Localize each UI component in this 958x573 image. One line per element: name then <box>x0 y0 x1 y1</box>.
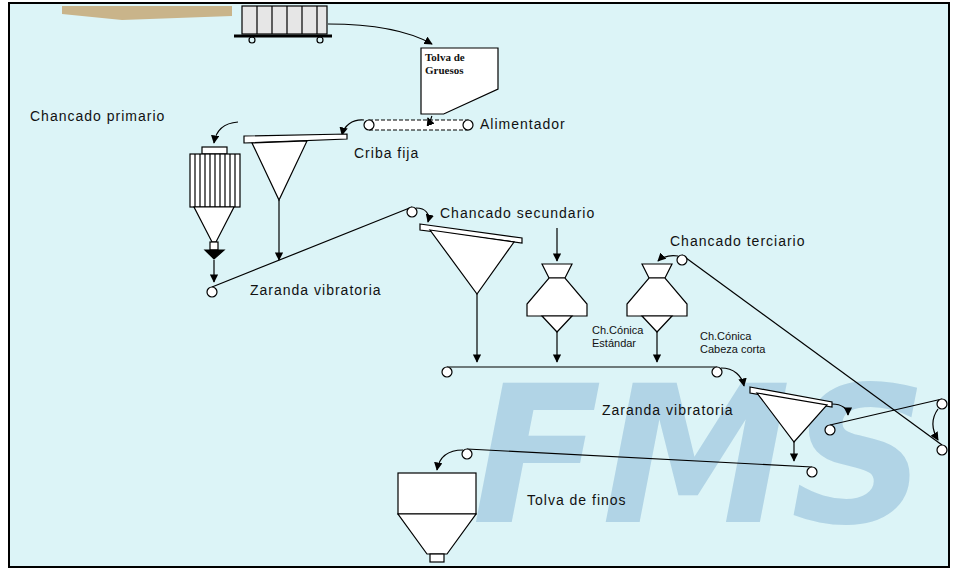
dump-pocket <box>328 24 432 44</box>
belt-conveyor <box>207 287 217 297</box>
fixed-grizzly <box>252 141 307 200</box>
belt-conveyor <box>933 409 938 440</box>
cone-crusher <box>527 278 587 316</box>
gyratory-crusher <box>213 260 214 282</box>
dump-pocket <box>257 6 317 34</box>
belt-conveyor <box>462 449 472 459</box>
stage-label: Chancado primario <box>30 108 165 124</box>
fine-ore-bin: Tolva de finos <box>397 472 627 564</box>
cone-crusher <box>542 264 572 278</box>
belt-conveyor <box>658 256 678 261</box>
feeder <box>342 120 473 135</box>
bin-name: Tolva de finos <box>527 492 627 508</box>
watermark: FMS <box>472 362 928 552</box>
cone-crusher <box>542 316 572 332</box>
feeder <box>369 120 468 130</box>
belt-conveyor <box>407 207 417 217</box>
belt-conveyor <box>447 366 717 367</box>
dump-truck-image <box>62 6 232 20</box>
fixed-grizzly <box>214 122 238 143</box>
vibrating-screen <box>793 442 794 461</box>
feeder <box>342 120 364 135</box>
gyratory-crusher <box>202 147 227 154</box>
dump-pocket <box>249 37 255 43</box>
belt-conveyor <box>212 207 412 287</box>
coarse-ore-bin: Tolva de Gruesos <box>420 47 499 115</box>
equipment-label: Ch.Cónica Estándar <box>592 324 654 349</box>
diagram-frame: Alimentador Chancado primarioCriba fijaCh… <box>8 2 950 568</box>
bin-outline <box>397 472 477 564</box>
equipment-label: Criba fija <box>354 145 419 161</box>
bin-outline <box>398 473 476 514</box>
equipment-label: Alimentador <box>480 116 566 132</box>
fixed-grizzly <box>278 200 279 260</box>
bin-name: Tolva de Gruesos <box>420 47 487 77</box>
belt-conveyor <box>442 256 744 386</box>
belt-conveyor <box>937 399 947 409</box>
dump-pocket <box>234 6 432 44</box>
equipment-label: Zaranda vibratoria <box>602 402 734 418</box>
belt-conveyor <box>807 467 817 477</box>
belt-conveyor <box>416 208 429 222</box>
gyratory-crusher <box>194 207 234 242</box>
cone-crusher <box>556 332 557 362</box>
stage-label: Chancado terciario <box>670 233 806 249</box>
cone-crusher <box>527 264 587 362</box>
feed-arrow <box>428 116 432 121</box>
feed-arrow <box>428 116 432 121</box>
gyratory-crusher <box>195 154 235 207</box>
bin-outline <box>398 514 476 554</box>
gyratory-crusher <box>205 250 224 259</box>
belt-conveyor <box>712 367 722 377</box>
belt-conveyor <box>677 255 687 265</box>
belt-conveyor <box>437 450 463 470</box>
vibrating-screen <box>556 228 557 261</box>
gyratory-crusher <box>190 154 240 207</box>
vibrating-screen <box>476 294 477 362</box>
belt-conveyor <box>442 367 452 377</box>
bin-outline <box>421 48 498 114</box>
dump-pocket <box>317 37 323 43</box>
feeder <box>364 120 374 130</box>
dump-truck-image <box>62 6 232 20</box>
belt-conveyor <box>825 425 835 435</box>
feeder <box>463 120 473 130</box>
gyratory-crusher <box>210 242 218 250</box>
vibrating-screen <box>430 230 514 294</box>
equipment-label: Zaranda vibratoria <box>250 282 382 298</box>
equipment-label: Ch.Cónica Cabeza corta <box>700 330 785 355</box>
stage-label: Chancado secundario <box>440 205 595 221</box>
gyratory-crusher <box>190 147 240 282</box>
bin-outlet <box>430 554 444 562</box>
belt-conveyor <box>937 445 947 455</box>
dump-pocket <box>242 6 327 34</box>
dump-pocket <box>234 35 332 38</box>
